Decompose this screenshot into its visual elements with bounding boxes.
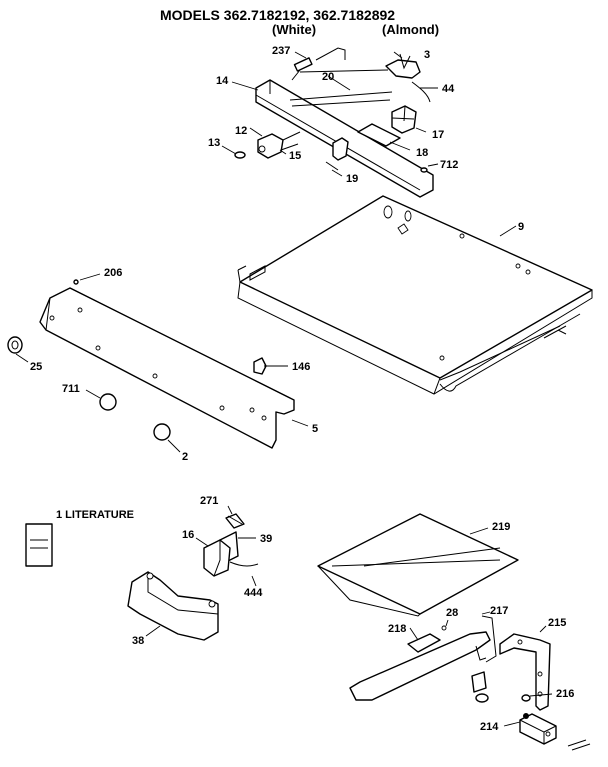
label-39: 39 bbox=[260, 533, 272, 545]
connector bbox=[293, 57, 313, 72]
label-2: 2 bbox=[182, 451, 188, 463]
label-5: 5 bbox=[312, 423, 318, 435]
plate-18 bbox=[357, 123, 401, 147]
label-146: 146 bbox=[292, 361, 310, 373]
label-711: 711 bbox=[62, 383, 80, 395]
label-44: 44 bbox=[442, 83, 455, 95]
label-271: 271 bbox=[200, 495, 218, 507]
label-literature: 1 LITERATURE bbox=[56, 509, 134, 521]
label-19: 19 bbox=[346, 173, 358, 185]
label-218: 218 bbox=[388, 623, 406, 635]
label-17: 17 bbox=[432, 129, 444, 141]
label-16: 16 bbox=[182, 529, 194, 541]
label-216: 216 bbox=[556, 688, 574, 700]
panel-top bbox=[239, 195, 593, 379]
cooktop-panel bbox=[237, 195, 593, 395]
rod bbox=[315, 47, 346, 61]
label-38: 38 bbox=[132, 635, 144, 647]
bottom-assembly bbox=[317, 513, 591, 751]
ignition-bracket bbox=[127, 513, 259, 641]
burner-tube bbox=[291, 69, 389, 81]
rod-217 bbox=[349, 631, 491, 701]
label-13: 13 bbox=[208, 137, 220, 149]
bracket-3 bbox=[385, 59, 421, 79]
almond-label: (Almond) bbox=[382, 22, 439, 37]
literature-booklet bbox=[25, 523, 53, 567]
label-20: 20 bbox=[322, 71, 334, 83]
label-444: 444 bbox=[244, 587, 263, 599]
label-215: 215 bbox=[548, 617, 566, 629]
label-712: 712 bbox=[440, 159, 458, 171]
burner-assembly bbox=[234, 47, 434, 198]
label-9: 9 bbox=[518, 221, 524, 233]
tray-219 bbox=[317, 513, 519, 615]
label-14: 14 bbox=[216, 75, 229, 87]
label-28: 28 bbox=[446, 607, 458, 619]
valve-12 bbox=[257, 133, 284, 159]
label-3: 3 bbox=[424, 49, 430, 61]
control-panel bbox=[7, 279, 295, 449]
label-25: 25 bbox=[30, 361, 42, 373]
label-206: 206 bbox=[104, 267, 122, 279]
part-labels: 237 3 14 20 44 12 17 13 15 18 712 19 9 2… bbox=[30, 45, 574, 733]
label-12: 12 bbox=[235, 125, 247, 137]
white-label: (White) bbox=[272, 22, 316, 37]
manifold-bar bbox=[255, 79, 434, 198]
leader-lines bbox=[15, 51, 553, 727]
label-214: 214 bbox=[480, 721, 499, 733]
label-219: 219 bbox=[492, 521, 510, 533]
label-15: 15 bbox=[289, 150, 301, 162]
models-title: MODELS 362.7182192, 362.7182892 bbox=[160, 7, 395, 23]
label-237: 237 bbox=[272, 45, 290, 57]
label-217: 217 bbox=[490, 605, 508, 617]
label-18: 18 bbox=[416, 147, 428, 159]
